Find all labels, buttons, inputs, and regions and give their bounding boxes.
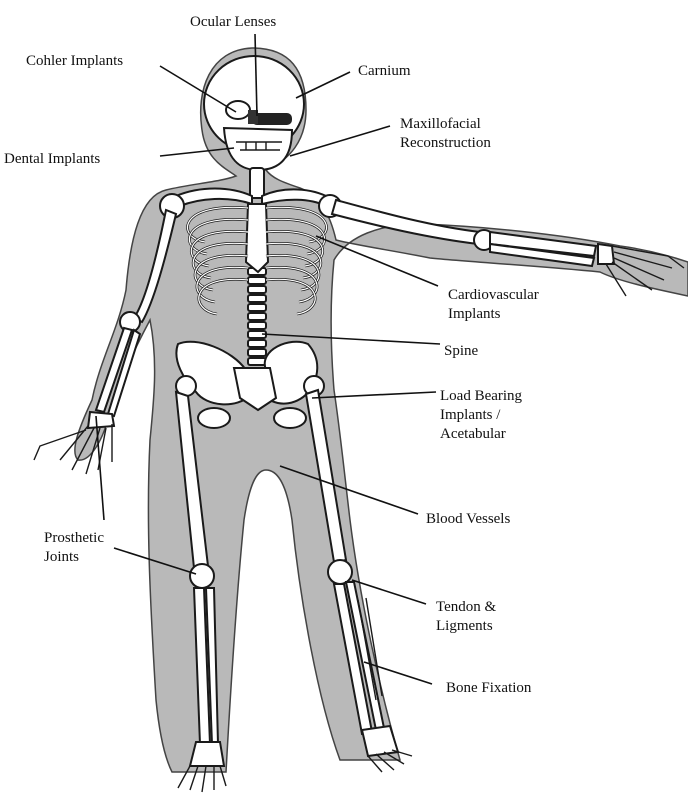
vertebra: [248, 277, 266, 284]
label-ocular-lenses: Ocular Lenses: [190, 14, 276, 30]
label-load-bearing-1: Load Bearing: [440, 388, 523, 404]
label-carnium: Carnium: [358, 63, 411, 79]
label-bone-fixation: Bone Fixation: [446, 680, 532, 696]
vertebra: [248, 340, 266, 347]
label-blood-vessels: Blood Vessels: [426, 511, 510, 527]
label-maxillofacial-1: Maxillofacial: [400, 116, 481, 132]
label-dental-implants: Dental Implants: [4, 151, 100, 167]
vertebra: [248, 322, 266, 329]
leader-maxillofacial: [290, 126, 390, 156]
body-silhouette: [75, 48, 688, 772]
vertebra: [248, 295, 266, 302]
label-cardiovascular-2: Implants: [448, 306, 501, 322]
label-load-bearing-3: Acetabular: [440, 426, 506, 442]
label-maxillofacial-2: Reconstruction: [400, 135, 491, 151]
label-cardiovascular-1: Cardiovascular: [448, 287, 539, 303]
label-cohler-implants: Cohler Implants: [26, 53, 123, 69]
leader-carnium: [296, 72, 350, 98]
vertebra: [248, 349, 266, 356]
vertebra: [248, 286, 266, 293]
label-prosthetic-2: Joints: [44, 549, 79, 565]
label-tendon-2: Ligments: [436, 618, 493, 634]
label-spine: Spine: [444, 343, 479, 359]
vertebra: [248, 304, 266, 311]
vertebra: [248, 358, 266, 365]
label-prosthetic-1: Prosthetic: [44, 530, 104, 546]
label-load-bearing-2: Implants /: [440, 407, 501, 423]
label-tendon-1: Tendon &: [436, 599, 497, 615]
vertebra: [248, 313, 266, 320]
